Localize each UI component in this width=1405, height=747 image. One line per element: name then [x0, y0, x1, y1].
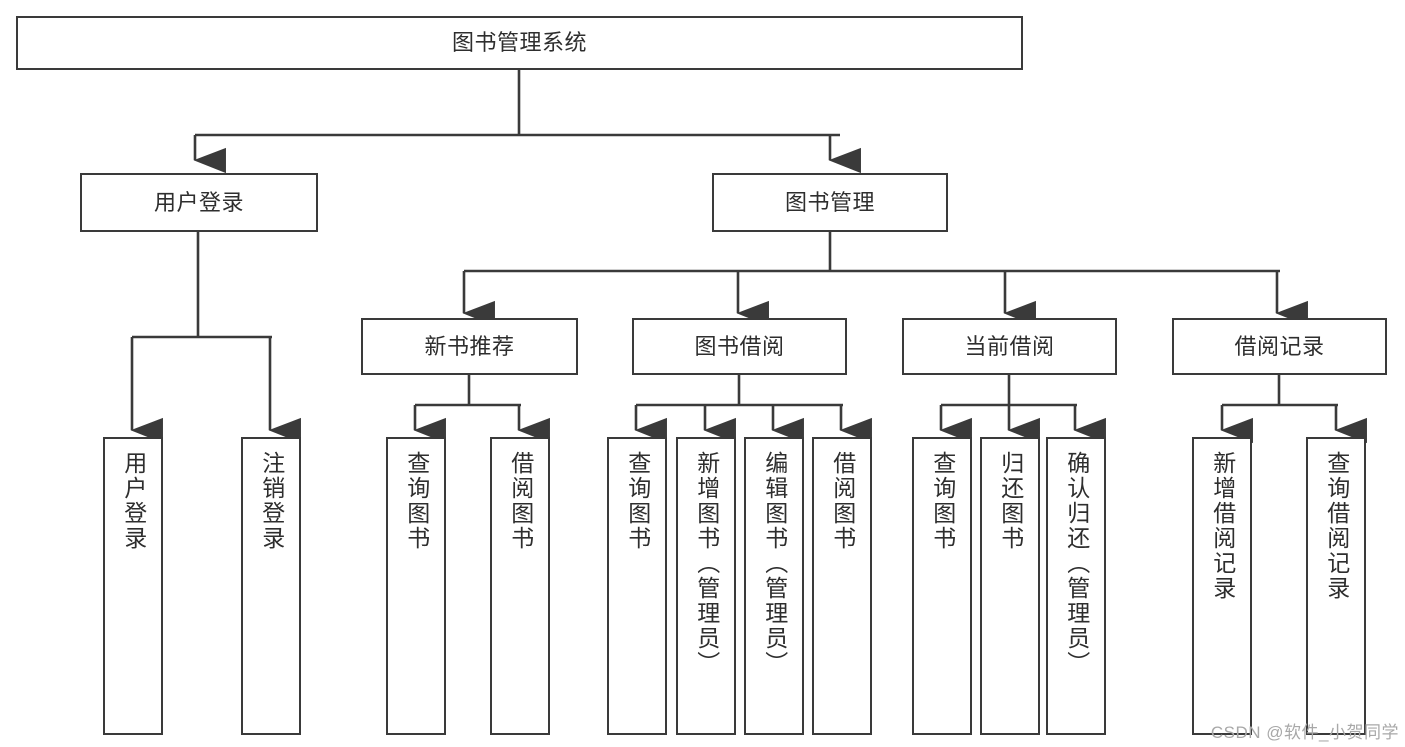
leaf-newbook-borrow-book[interactable]: 借阅图书 [490, 437, 550, 735]
leaf-logout[interactable]: 注销登录 [241, 437, 301, 735]
leaf-bookborrow-query-book[interactable]: 查询图书 [607, 437, 667, 735]
node-root-system[interactable]: 图书管理系统 [16, 16, 1023, 70]
node-new-book-recommend[interactable]: 新书推荐 [361, 318, 578, 375]
leaf-bookborrow-edit-book[interactable]: 编辑图书（管理员） [744, 437, 804, 735]
csdn-watermark: CSDN @软件_小贺同学 [1210, 723, 1399, 742]
node-label: 归还图书 [997, 451, 1024, 551]
node-label: 图书借阅 [694, 333, 785, 359]
leaf-borrowrecord-add-record[interactable]: 新增借阅记录 [1192, 437, 1252, 735]
node-label: 借阅记录 [1234, 333, 1325, 359]
leaf-bookborrow-add-book[interactable]: 新增图书（管理员） [676, 437, 736, 735]
node-label: 用户登录 [120, 451, 147, 551]
node-label: 用户登录 [153, 189, 244, 215]
leaf-currentborrow-return-book[interactable]: 归还图书 [980, 437, 1040, 735]
node-label: 借阅图书 [507, 451, 534, 551]
node-label: 新书推荐 [424, 333, 515, 359]
node-label: 确认归还（管理员） [1063, 451, 1090, 676]
node-user-login[interactable]: 用户登录 [80, 173, 318, 232]
leaf-currentborrow-query-book[interactable]: 查询图书 [912, 437, 972, 735]
node-label: 注销登录 [258, 451, 285, 551]
leaf-newbook-query-book[interactable]: 查询图书 [386, 437, 446, 735]
node-label: 新增图书（管理员） [693, 451, 720, 676]
node-book-management[interactable]: 图书管理 [712, 173, 948, 232]
node-borrow-record[interactable]: 借阅记录 [1172, 318, 1387, 375]
node-label: 图书管理系统 [451, 30, 587, 56]
leaf-user-login[interactable]: 用户登录 [103, 437, 163, 735]
node-label: 查询借阅记录 [1323, 451, 1350, 601]
node-label: 借阅图书 [829, 451, 856, 551]
node-label: 查询图书 [624, 451, 651, 551]
node-label: 查询图书 [403, 451, 430, 551]
node-label: 新增借阅记录 [1209, 451, 1236, 601]
node-book-borrow[interactable]: 图书借阅 [632, 318, 847, 375]
node-label: 编辑图书（管理员） [761, 451, 788, 676]
leaf-bookborrow-borrow-book[interactable]: 借阅图书 [812, 437, 872, 735]
node-label: 查询图书 [929, 451, 956, 551]
node-label: 图书管理 [784, 189, 875, 215]
leaf-borrowrecord-query-record[interactable]: 查询借阅记录 [1306, 437, 1366, 735]
node-current-borrow[interactable]: 当前借阅 [902, 318, 1117, 375]
node-label: 当前借阅 [964, 333, 1055, 359]
leaf-currentborrow-confirm-return[interactable]: 确认归还（管理员） [1046, 437, 1106, 735]
